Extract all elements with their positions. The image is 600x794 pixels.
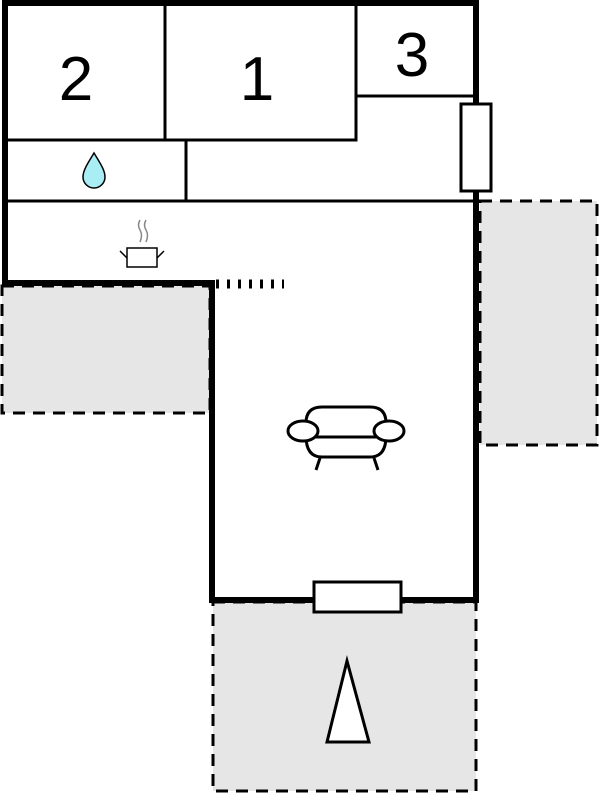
terrace-right [478, 199, 599, 447]
window-right [459, 102, 493, 193]
internal-walls [5, 4, 474, 203]
room-label-1: 1 [240, 45, 274, 114]
exterior-walls [2, 0, 479, 603]
terrace-left [0, 284, 212, 415]
room-label-3: 3 [395, 21, 429, 90]
water-drop-icon [82, 151, 106, 189]
compass-north-icon [325, 655, 371, 744]
room-label-2: 2 [59, 45, 93, 114]
door-bottom [312, 580, 403, 614]
sofa-icon [286, 405, 406, 471]
cooking-pot-icon [119, 219, 165, 268]
